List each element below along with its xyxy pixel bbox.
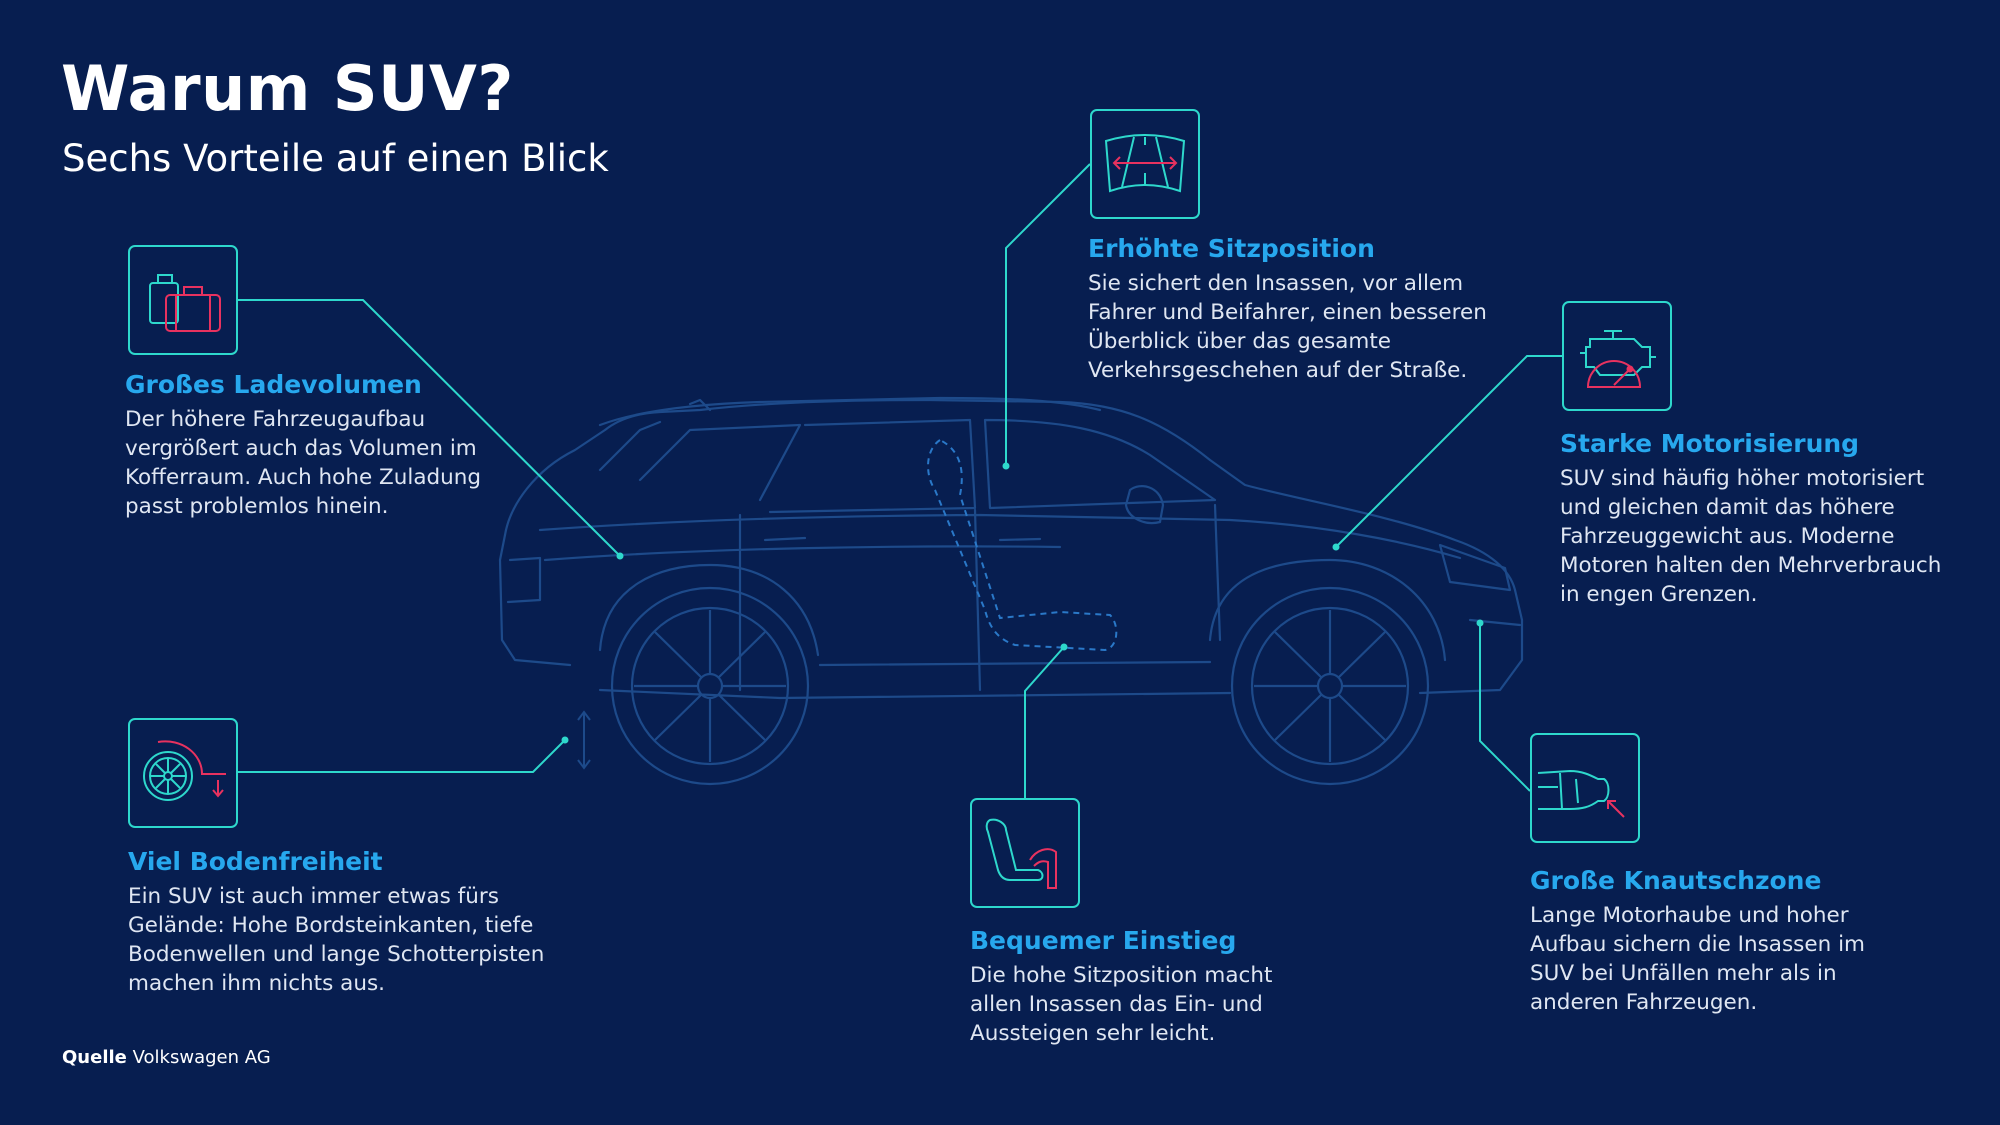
feature-icon-box: [128, 245, 238, 355]
feature-bodenfreiheit: Viel Bodenfreiheit Ein SUV ist auch imme…: [128, 847, 568, 998]
connector-knautschzone: [1479, 623, 1531, 792]
feature-title: Erhöhte Sitzposition: [1088, 234, 1375, 263]
source-text: Volkswagen AG: [132, 1047, 271, 1068]
page-subtitle: Sechs Vorteile auf einen Blick: [62, 137, 609, 180]
dashed-seat: [927, 438, 1118, 652]
clearance-arrow: [577, 710, 591, 770]
feature-icon-box: [1090, 109, 1200, 219]
feature-title: Große Knautschzone: [1530, 866, 1822, 895]
feature-title: Bequemer Einstieg: [970, 926, 1237, 955]
feature-sitzposition: Erhöhte Sitzposition Sie sichert den Ins…: [1088, 234, 1508, 385]
connector-sitzposition: [1005, 163, 1091, 466]
engine-icon: [1580, 330, 1656, 388]
crumple-zone-icon: [1537, 769, 1625, 818]
road-view-icon: [1104, 134, 1186, 193]
connector-einstieg: [1024, 646, 1065, 798]
front-wheel: [1230, 586, 1430, 786]
feature-icon-box: [128, 718, 238, 828]
feature-ladevolumen: Großes Ladevolumen Der höhere Fahrzeugau…: [125, 370, 535, 521]
feature-title: Viel Bodenfreiheit: [128, 847, 383, 876]
feature-title: Starke Motorisierung: [1560, 429, 1860, 458]
luggage-icon: [149, 274, 221, 332]
feature-title: Großes Ladevolumen: [125, 370, 422, 399]
page-title: Warum SUV?: [61, 52, 514, 125]
feature-einstieg: Bequemer Einstieg Die hohe Sitzposition …: [970, 926, 1330, 1048]
feature-description: Der höhere Fahrzeugaufbau vergrößert auc…: [125, 407, 482, 519]
seat-icon: [985, 818, 1057, 889]
wheel-clearance-icon: [143, 740, 226, 801]
rear-wheel: [610, 586, 810, 786]
feature-description: SUV sind häufig höher motorisiert und gl…: [1560, 466, 1942, 607]
feature-description: Die hohe Sitzposition macht allen Insass…: [970, 963, 1273, 1046]
connector-bodenfreiheit: [238, 739, 566, 773]
feature-description: Sie sichert den Insassen, vor allem Fahr…: [1088, 271, 1487, 383]
connector-motorisierung: [1335, 355, 1562, 548]
feature-knautschzone: Große Knautschzone Lange Motorhaube und …: [1530, 866, 1930, 1017]
feature-icon-box: [970, 798, 1080, 908]
feature-motorisierung: Starke Motorisierung SUV sind häufig höh…: [1560, 429, 1980, 609]
car-outline: [498, 396, 1524, 700]
source-credit: Quelle Volkswagen AG: [62, 1047, 271, 1068]
feature-description: Ein SUV ist auch immer etwas fürs Geländ…: [128, 884, 545, 996]
feature-description: Lange Motorhaube und hoher Aufbau sicher…: [1530, 903, 1865, 1015]
feature-icon-box: [1562, 301, 1672, 411]
connector-lines: [238, 163, 1562, 798]
source-label: Quelle: [62, 1047, 127, 1068]
feature-icon-box: [1530, 733, 1640, 843]
connector-ladevolumen: [238, 299, 621, 557]
connector-dots: [561, 462, 1484, 744]
